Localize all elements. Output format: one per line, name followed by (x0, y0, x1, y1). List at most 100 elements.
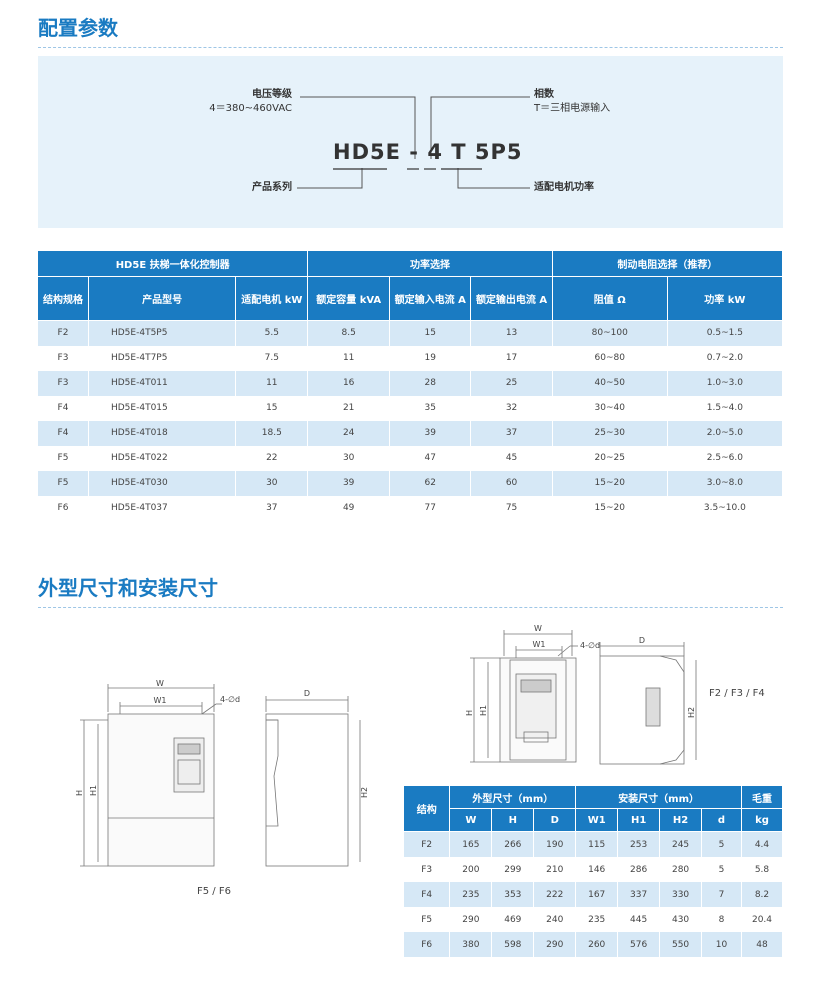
table-cell: 5.8 (741, 857, 784, 882)
group-header-controller: HD5E 扶梯一体化控制器 (38, 251, 309, 277)
table-cell: 2.0~5.0 (667, 420, 784, 446)
table-cell: 4.4 (741, 831, 784, 857)
dim-label-w: W (156, 679, 164, 688)
table-cell: 167 (575, 882, 619, 907)
dim-label-h: H (75, 790, 84, 796)
table-cell: 245 (659, 831, 703, 857)
table-cell: F2 (404, 831, 451, 857)
table-cell: 35 (389, 395, 472, 421)
table-cell: 235 (449, 882, 493, 907)
table-cell: 290 (533, 932, 577, 957)
table-cell: 290 (449, 907, 493, 932)
voltage-label: 电压等级 (252, 89, 292, 100)
table-cell: 24 (307, 420, 391, 446)
table-cell: 200 (449, 857, 493, 882)
table-cell: F5 (404, 907, 451, 932)
code-power: 5P5 (474, 140, 523, 164)
table-cell: F4 (38, 395, 89, 421)
table-cell: 37 (470, 420, 553, 446)
table-cell: 337 (617, 882, 661, 907)
table-cell: 222 (533, 882, 577, 907)
table-cell: 77 (389, 495, 472, 521)
config-connector-lines (297, 96, 530, 189)
code-voltage: 4 (427, 140, 443, 164)
table-cell: 2.5~6.0 (667, 445, 784, 471)
column-header: 额定输出电流 A (470, 276, 553, 321)
column-header: D (533, 808, 577, 832)
table-cell: F5 (38, 470, 89, 496)
table-cell: 165 (449, 831, 493, 857)
table-cell: 430 (659, 907, 703, 932)
column-header: H (491, 808, 535, 832)
table-cell: HD5E-4T018 (88, 420, 237, 446)
small-frame-caption: F2 / F3 / F4 (709, 688, 765, 699)
table-cell: F3 (404, 857, 451, 882)
group-header-mounting: 安装尺寸（mm） (575, 786, 742, 809)
dim-label-w: W (534, 624, 542, 633)
dim-label-hole: 4-∅d (580, 641, 600, 650)
table-cell: 60 (470, 470, 553, 496)
table-cell: F3 (38, 345, 89, 371)
table-cell: 11 (307, 345, 391, 371)
table-cell: 3.5~10.0 (667, 495, 784, 521)
table-cell: 5 (701, 831, 742, 857)
table-cell: HD5E-4T030 (88, 470, 237, 496)
dim-label-h: H (465, 710, 474, 716)
table-cell: 30~40 (552, 395, 668, 421)
dim-label-d: D (639, 636, 645, 645)
code-phase: T (451, 140, 467, 164)
table-cell: 17 (470, 345, 553, 371)
table-cell: HD5E-4T011 (88, 370, 237, 396)
table-cell: 32 (470, 395, 553, 421)
table-cell: 18.5 (235, 420, 309, 446)
table-cell: F2 (38, 320, 89, 346)
table-cell: 115 (575, 831, 619, 857)
power-label: 适配电机功率 (534, 182, 594, 193)
large-frame-drawing: W W1 4-∅d D H H1 H2 (75, 679, 369, 867)
table-cell: 25~30 (552, 420, 668, 446)
table-cell: 210 (533, 857, 577, 882)
table-cell: 8.2 (741, 882, 784, 907)
table-cell: 15~20 (552, 470, 668, 496)
dim-label-h2: H2 (687, 707, 696, 718)
table-cell: 7 (701, 882, 742, 907)
table-cell: 7.5 (235, 345, 309, 371)
phase-label: 相数 (534, 89, 554, 100)
table-cell: 5 (701, 857, 742, 882)
table-cell: 1.0~3.0 (667, 370, 784, 396)
table-cell: 20~25 (552, 445, 668, 471)
table-cell: 11 (235, 370, 309, 396)
dim-label-hole: 4-∅d (220, 695, 240, 704)
section-divider (38, 607, 783, 608)
table-cell: 37 (235, 495, 309, 521)
table-cell: 550 (659, 932, 703, 957)
column-header: d (701, 808, 742, 832)
table-cell: 469 (491, 907, 535, 932)
table-cell: 190 (533, 831, 577, 857)
table-cell: 45 (470, 445, 553, 471)
table-cell: 40~50 (552, 370, 668, 396)
section-title-config: 配置参数 (38, 16, 118, 40)
table-cell: 75 (470, 495, 553, 521)
group-header-outline: 外型尺寸（mm） (449, 786, 577, 809)
table-cell: 0.7~2.0 (667, 345, 784, 371)
table-cell: HD5E-4T037 (88, 495, 237, 521)
table-cell: 47 (389, 445, 472, 471)
table-cell: 15~20 (552, 495, 668, 521)
table-cell: 15 (235, 395, 309, 421)
group-header-power: 功率选择 (307, 251, 553, 277)
section-divider (38, 47, 783, 48)
table-cell: 3.0~8.0 (667, 470, 784, 496)
model-code: HD5E - 4 T 5P5 (333, 140, 523, 164)
table-cell: 80~100 (552, 320, 668, 346)
